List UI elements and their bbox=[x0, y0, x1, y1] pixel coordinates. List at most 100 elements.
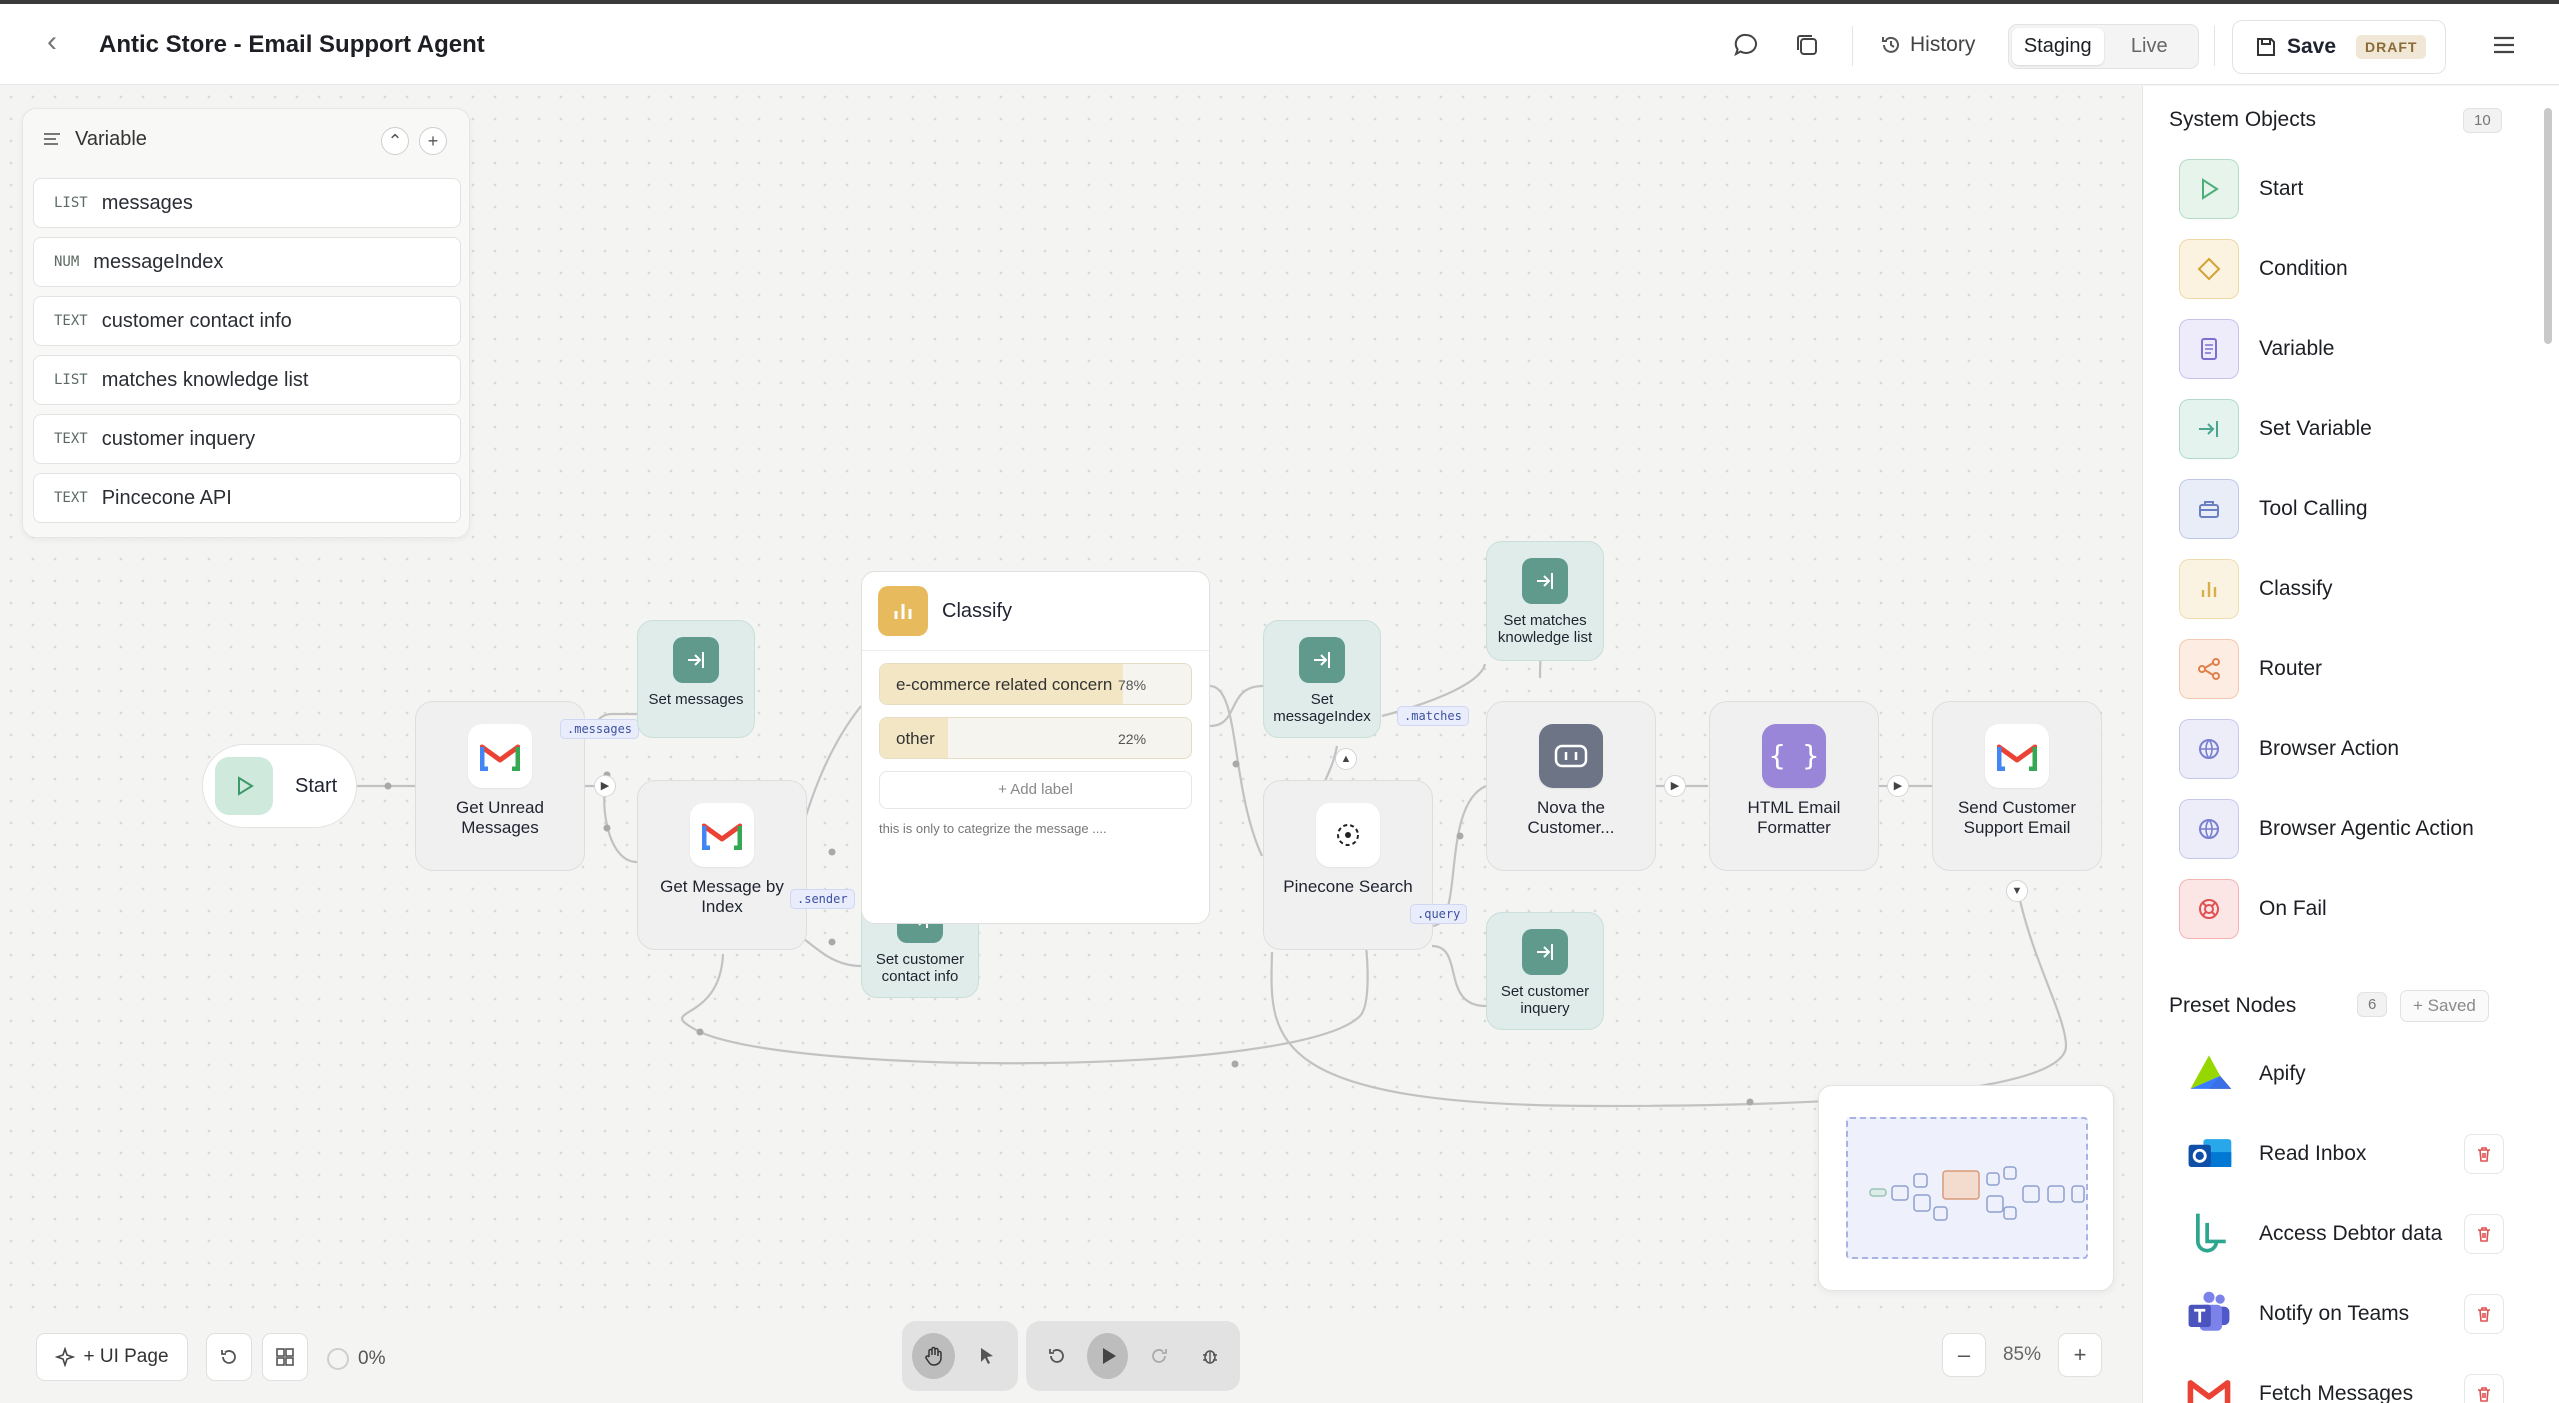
hand-tool-icon[interactable] bbox=[912, 1333, 955, 1379]
system-object-label: Browser Agentic Action bbox=[2259, 817, 2474, 840]
classify-note: this is only to categrize the message ..… bbox=[879, 821, 1107, 836]
get-message-by-index-node[interactable]: Get Message by Index bbox=[637, 780, 807, 950]
staging-tab[interactable]: Staging bbox=[2012, 28, 2104, 65]
zoom-in-button[interactable]: + bbox=[2058, 1333, 2102, 1377]
saved-filter-button[interactable]: + Saved bbox=[2400, 990, 2489, 1022]
minimap-viewport[interactable] bbox=[1846, 1117, 2088, 1259]
undo-icon[interactable] bbox=[1036, 1333, 1077, 1379]
pointer-tool-icon[interactable] bbox=[965, 1333, 1008, 1379]
set-message-index-node[interactable]: Set messageIndex bbox=[1263, 620, 1381, 738]
minimap[interactable] bbox=[1818, 1085, 2114, 1291]
sidebar-scrollbar[interactable] bbox=[2544, 108, 2552, 344]
save-label: Save bbox=[2287, 35, 2337, 58]
pinecone-search-node[interactable]: Pinecone Search bbox=[1263, 780, 1433, 950]
collapse-icon[interactable]: ⌃ bbox=[381, 127, 409, 155]
history-button[interactable]: History bbox=[1880, 33, 1975, 57]
preset-node-label: Apify bbox=[2259, 1062, 2306, 1085]
delete-preset-icon[interactable] bbox=[2464, 1214, 2504, 1254]
set-matches-node[interactable]: Set matches knowledge list bbox=[1486, 541, 1604, 661]
zoom-out-button[interactable]: – bbox=[1942, 1333, 1986, 1377]
system-object-set-variable[interactable]: Set Variable bbox=[2179, 398, 2372, 460]
system-object-start[interactable]: Start bbox=[2179, 158, 2303, 220]
workflow-canvas[interactable]: Variable ⌃ + LIST messages NUM messageIn… bbox=[0, 86, 2142, 1317]
nova-agent-node[interactable]: Nova the Customer... bbox=[1486, 701, 1656, 871]
delete-preset-icon[interactable] bbox=[2464, 1294, 2504, 1334]
output-port[interactable]: ▶ bbox=[1664, 775, 1686, 797]
run-controls bbox=[1026, 1321, 1240, 1391]
chat-bubble-icon[interactable] bbox=[1731, 30, 1761, 60]
label-name: e-commerce related concern bbox=[896, 675, 1113, 694]
hamburger-icon[interactable] bbox=[2492, 34, 2516, 56]
save-button[interactable]: Save DRAFT bbox=[2232, 20, 2446, 74]
copy-icon[interactable] bbox=[1792, 30, 1822, 60]
code-braces-icon: { } bbox=[1762, 724, 1826, 788]
send-email-node[interactable]: Send Customer Support Email bbox=[1932, 701, 2102, 871]
variable-row[interactable]: NUM messageIndex bbox=[33, 237, 461, 287]
floppy-disk-icon bbox=[2257, 38, 2275, 56]
preset-node-access-debtor-data[interactable]: Access Debtor data bbox=[2179, 1204, 2442, 1264]
chevron-left-icon[interactable]: ‹ bbox=[47, 25, 57, 58]
variable-row[interactable]: LIST messages bbox=[33, 178, 461, 228]
preset-node-fetch-messages[interactable]: Fetch Messages bbox=[2179, 1364, 2413, 1403]
reset-button[interactable] bbox=[206, 1333, 252, 1381]
redo-icon[interactable] bbox=[1138, 1333, 1179, 1379]
variable-row[interactable]: LIST matches knowledge list bbox=[33, 355, 461, 405]
preset-node-notify-on-teams[interactable]: Notify on Teams bbox=[2179, 1284, 2409, 1344]
add-label-button[interactable]: + Add label bbox=[879, 771, 1192, 809]
system-object-variable[interactable]: Variable bbox=[2179, 318, 2335, 380]
expand-port[interactable]: ▲ bbox=[1335, 748, 1357, 770]
system-object-condition[interactable]: Condition bbox=[2179, 238, 2348, 300]
system-object-on-fail[interactable]: On Fail bbox=[2179, 878, 2327, 940]
variable-name: messages bbox=[101, 191, 193, 214]
system-object-tool-calling[interactable]: Tool Calling bbox=[2179, 478, 2368, 540]
set-customer-inquery-node[interactable]: Set customer inquery bbox=[1486, 912, 1604, 1030]
label-confidence-fill bbox=[880, 718, 949, 758]
system-object-label: Set Variable bbox=[2259, 417, 2372, 440]
header-divider bbox=[2214, 26, 2215, 66]
label-percent: 78% bbox=[1118, 677, 1147, 693]
variable-row[interactable]: TEXT Pincecone API bbox=[33, 473, 461, 523]
start-node[interactable]: Start bbox=[202, 744, 357, 828]
header-divider bbox=[1852, 26, 1853, 66]
html-email-formatter-node[interactable]: { } HTML Email Formatter bbox=[1709, 701, 1879, 871]
preset-node-apify[interactable]: Apify bbox=[2179, 1044, 2306, 1104]
system-object-router[interactable]: Router bbox=[2179, 638, 2322, 700]
history-label: History bbox=[1910, 33, 1976, 56]
bug-icon[interactable] bbox=[1189, 1333, 1230, 1379]
live-tab[interactable]: Live bbox=[2130, 35, 2168, 57]
system-object-browser-agentic-action[interactable]: Browser Agentic Action bbox=[2179, 798, 2474, 860]
set-messages-node[interactable]: Set messages bbox=[637, 620, 755, 738]
add-ui-page-button[interactable]: + UI Page bbox=[36, 1333, 188, 1381]
arrow-into-icon bbox=[673, 637, 719, 683]
get-unread-messages-node[interactable]: Get Unread Messages bbox=[415, 701, 585, 871]
layout-button[interactable] bbox=[262, 1333, 308, 1381]
bottom-toolbar: + UI Page 0% – 85% + bbox=[0, 1317, 2142, 1403]
output-port[interactable]: ▶ bbox=[1887, 775, 1909, 797]
node-label: Set messages bbox=[648, 691, 744, 708]
expand-port[interactable]: ▼ bbox=[2006, 880, 2028, 902]
sparkle-icon bbox=[55, 1347, 76, 1367]
variable-row[interactable]: TEXT customer inquery bbox=[33, 414, 461, 464]
classify-node[interactable]: Classify e-commerce related concern 78% … bbox=[861, 571, 1210, 924]
messages-tag: .messages bbox=[560, 719, 640, 739]
bar-chart-icon bbox=[2179, 559, 2239, 619]
system-object-label: Start bbox=[2259, 177, 2304, 200]
output-port[interactable]: ▶ bbox=[594, 775, 616, 797]
node-label: HTML Email Formatter bbox=[1747, 798, 1841, 837]
bar-chart-icon bbox=[878, 586, 928, 636]
preset-node-read-inbox[interactable]: Read Inbox bbox=[2179, 1124, 2366, 1184]
delete-preset-icon[interactable] bbox=[2464, 1374, 2504, 1403]
variable-name: customer inquery bbox=[101, 427, 256, 450]
classify-label-option[interactable]: e-commerce related concern 78% bbox=[879, 663, 1192, 705]
system-object-browser-action[interactable]: Browser Action bbox=[2179, 718, 2399, 780]
system-object-label: Classify bbox=[2259, 577, 2333, 600]
variable-row[interactable]: TEXT customer contact info bbox=[33, 296, 461, 346]
toolbox-icon bbox=[2179, 479, 2239, 539]
add-variable-icon[interactable]: + bbox=[419, 127, 447, 155]
play-icon[interactable] bbox=[1087, 1333, 1128, 1379]
delete-preset-icon[interactable] bbox=[2464, 1134, 2504, 1174]
variable-name: customer contact info bbox=[101, 309, 292, 332]
classify-label-option[interactable]: other 22% bbox=[879, 717, 1192, 759]
system-object-classify[interactable]: Classify bbox=[2179, 558, 2333, 620]
